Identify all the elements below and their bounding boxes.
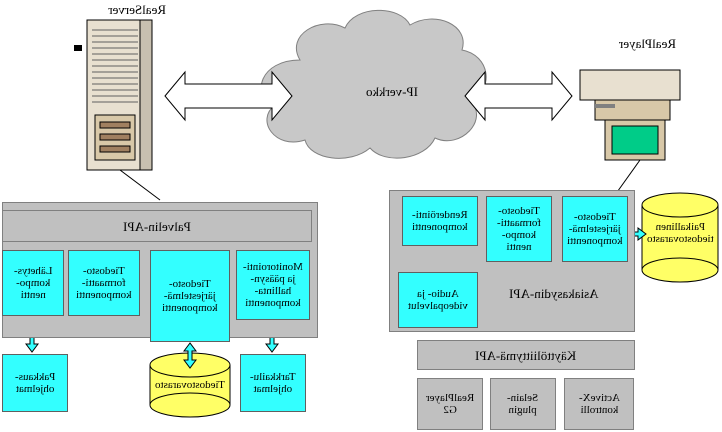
component-tiedostoformaatti: Tiedosto- formaatti- komponentti <box>68 250 140 316</box>
server-tower-icon <box>74 19 153 171</box>
pakkausohjelmat-box: Pakkaus- ohjelmat <box>2 354 68 412</box>
double-arrow-icon <box>464 70 573 122</box>
real-player-label: RealPlayer <box>618 36 676 51</box>
app-activex: ActiveX- kontrolli <box>564 378 634 430</box>
component-client-tiedostoformaatti: Tiedosto- formaatti- kompo- nentti <box>486 196 552 262</box>
platform-api-bar: Palvelin-API <box>2 210 312 242</box>
component-renderointi: Renderöinti- komponentti <box>402 196 478 246</box>
tiedostovarasto-label: Tiedostovarasto <box>155 379 225 391</box>
real-server-label: RealServer <box>108 2 166 17</box>
database-cylinder-icon <box>641 192 719 283</box>
double-arrow-icon <box>164 70 293 122</box>
app-selain-plugin: Selain- plugin <box>490 378 556 430</box>
ui-api-bar: Käyttöliittymä-API <box>417 340 635 370</box>
local-storage-label: Paikallinen tiedostovarasto <box>646 221 714 245</box>
cloud-icon <box>260 9 487 159</box>
component-lahetys: Lähetys- kompo- nentti <box>2 250 64 316</box>
database-cylinder-icon <box>149 352 231 418</box>
component-monitorointi: Monitorointi- ja pääsyn- hallinta- kompo… <box>236 250 310 320</box>
component-tiedostojarjestelma: Tiedosto- järjestelmä- komponentti <box>150 250 230 342</box>
desktop-computer-icon <box>579 69 681 161</box>
component-audio-video: Audio- ja videopalvelut <box>398 272 478 328</box>
component-client-tiedostojarjestelma: Tiedosto- järjestelmä- komponentti <box>562 196 628 262</box>
client-api-label: Asiakasydin-API <box>509 285 599 301</box>
app-realplayer-g2: RealPlayer G2 <box>417 378 483 430</box>
ip-network-label: IP-verkko <box>366 84 418 99</box>
tarkkailuohjelmat-box: Tarkkailu- ohjelmat <box>240 354 306 412</box>
